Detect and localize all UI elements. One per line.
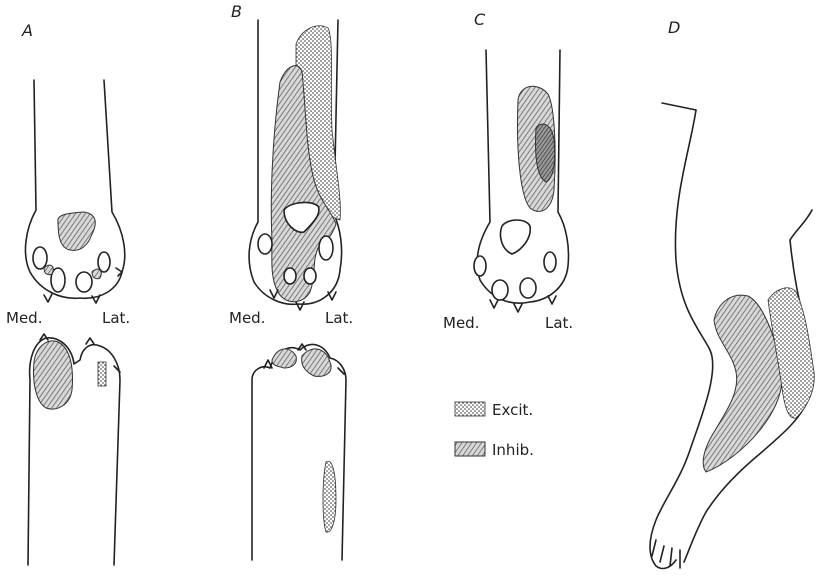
panel-c-medial-label: Med. — [443, 314, 479, 332]
panel-a-lower-paw — [28, 334, 120, 565]
panel-a-lower-excitatory-area — [98, 362, 106, 386]
panel-b-letter: B — [231, 2, 242, 21]
panel-b-lower-inhibitory-area-1 — [272, 349, 296, 368]
legend-excitatory-label: Excit. — [492, 401, 533, 419]
legend-excitatory-swatch — [455, 402, 485, 416]
panel-d-hindlimb — [650, 103, 814, 568]
panel-b-lower-paw — [252, 344, 346, 560]
panel-d: D — [650, 18, 814, 568]
panel-a-letter: A — [21, 21, 33, 40]
panel-c-upper-paw — [474, 50, 569, 312]
panel-a-upper-paw — [25, 80, 124, 303]
panel-c-lateral-label: Lat. — [545, 314, 573, 332]
panel-a-lower-inhibitory-area — [34, 341, 73, 409]
panel-a-medial-label: Med. — [6, 309, 42, 327]
legend-inhibitory-swatch — [455, 442, 485, 456]
panel-a-lateral-label: Lat. — [102, 309, 130, 327]
panel-b-lateral-label: Lat. — [325, 309, 353, 327]
panel-a-inhibitory-area — [58, 212, 95, 250]
panel-c: C Med. Lat. — [443, 10, 573, 332]
panel-b-lower-excitatory-area — [323, 461, 336, 532]
panel-b-upper-paw — [249, 20, 342, 310]
panel-b: B Med. Lat. — [229, 2, 353, 560]
panel-b-medial-label: Med. — [229, 309, 265, 327]
panel-d-letter: D — [668, 18, 680, 37]
legend: Excit. Inhib. — [455, 401, 534, 459]
legend-inhibitory-label: Inhib. — [492, 441, 534, 459]
panel-a: A Med. Lat. — [6, 21, 130, 565]
panel-c-letter: C — [474, 10, 486, 29]
